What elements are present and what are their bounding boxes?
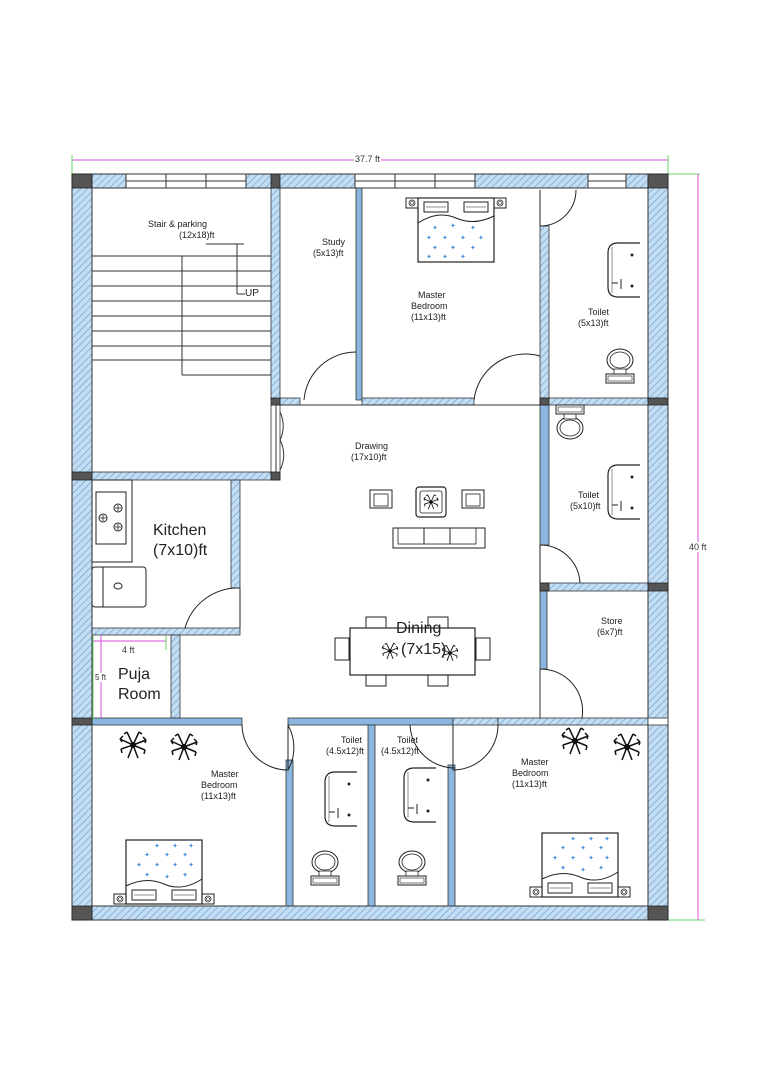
room-toilet-mr-size: (5x10)ft	[570, 501, 601, 511]
room-stair-name: Stair & parking	[148, 219, 208, 229]
room-kitchen-name: Kitchen	[153, 522, 207, 539]
doors	[184, 189, 584, 771]
room-master-top-name2: Bedroom	[411, 301, 448, 311]
room-kitchen-size: (7x10)ft	[153, 542, 208, 559]
room-master-bl-size: (11x13)ft	[201, 791, 236, 801]
puja-height-label: 5 ft	[94, 673, 108, 682]
room-dining-name: Dining	[396, 620, 442, 637]
room-master-br-size: (11x13)ft	[512, 779, 547, 789]
bed-bottom-left	[113, 839, 215, 905]
stair-up-label: UP	[245, 288, 259, 299]
room-toilet-b2-size: (4.5x12)ft	[381, 746, 420, 756]
stair-steps	[92, 243, 271, 376]
puja-width-label: 4 ft	[121, 645, 136, 655]
room-drawing-size: (17x10)ft	[351, 452, 387, 462]
room-toilet-b1-name: Toilet	[341, 735, 363, 745]
walls	[71, 173, 669, 921]
room-puja-name: Puja	[118, 666, 151, 683]
room-toilet-mr-name: Toilet	[578, 490, 600, 500]
bed-top	[405, 197, 507, 263]
room-master-bl-name: Master	[211, 769, 239, 779]
kitchen-fixtures	[91, 479, 147, 608]
room-master-bl-name2: Bedroom	[201, 780, 238, 790]
room-study-size: (5x13)ft	[313, 248, 344, 258]
overall-height-label: 40 ft	[688, 542, 708, 552]
room-toilet-tr-size: (5x13)ft	[578, 318, 609, 328]
room-drawing-name: Drawing	[355, 441, 389, 451]
room-master-br-name2: Bedroom	[512, 768, 549, 778]
room-puja-name2: Room	[118, 686, 161, 703]
room-master-br-name: Master	[521, 757, 549, 767]
overall-width-label: 37.7 ft	[354, 154, 382, 164]
room-master-top-size: (11x13)ft	[411, 312, 446, 322]
room-dining-size: (7x15)	[401, 641, 447, 658]
bed-bottom-right	[529, 832, 631, 898]
room-toilet-b2-name: Toilet	[397, 735, 419, 745]
room-master-top-name: Master	[418, 290, 446, 300]
room-toilet-tr-name: Toilet	[588, 307, 610, 317]
room-stair-size: (12x18)ft	[179, 230, 215, 240]
dining-table	[334, 616, 491, 687]
room-store-size: (6x7)ft	[597, 627, 623, 637]
room-store-name: Store	[601, 616, 623, 626]
room-toilet-b1-size: (4.5x12)ft	[326, 746, 365, 756]
living-furniture	[369, 486, 486, 549]
room-study-name: Study	[322, 237, 346, 247]
